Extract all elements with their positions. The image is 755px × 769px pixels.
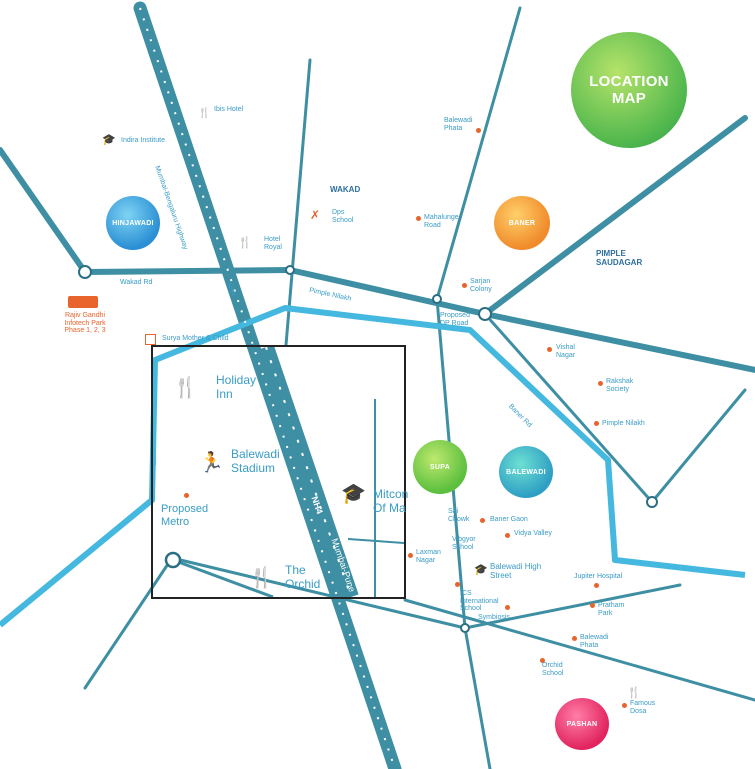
- poi-rajiv-gandhi: Rajiv Gandhi Infotech Park Phase 1, 2, 3: [64, 312, 106, 335]
- road-east2: [483, 312, 654, 504]
- road-east: [482, 311, 755, 373]
- poi-sai-chowk: Sai Chowk: [448, 508, 470, 523]
- area-wakad-label: WAKAD: [330, 185, 361, 194]
- inset-highway-centerline: [265, 347, 352, 597]
- poi-jupiter: Jupiter Hospital: [574, 573, 623, 580]
- poi-dot-ics: [455, 582, 460, 587]
- map-title: LOCATION MAP: [589, 73, 669, 107]
- road-south1: [463, 626, 492, 769]
- inset-dot-metro: [184, 493, 189, 498]
- poi-dot-famous: [622, 703, 627, 708]
- road-se: [463, 583, 682, 630]
- school-icon: ✗: [310, 208, 321, 222]
- poi-symbiosis: Symbiosis: [478, 614, 510, 621]
- poi-dot-jupiter: [594, 583, 599, 588]
- area-hinjawadi: HINJAWADI: [106, 196, 160, 250]
- poi-laxman-nagar: Laxman Nagar: [416, 549, 441, 564]
- road-wakad-west: [0, 147, 88, 275]
- poi-pratham: Pratham Park: [598, 602, 625, 617]
- poi-sarjan: Sarjan Colony: [470, 278, 492, 293]
- junction-hinjawadi: [78, 265, 92, 279]
- inset-road-orchid: [172, 558, 274, 597]
- poi-dot-vidya: [480, 518, 485, 523]
- restaurant-icon: 🍴: [627, 687, 641, 699]
- road-baner-east: [403, 598, 755, 702]
- area-baner: BANER: [494, 196, 550, 250]
- poi-dot-pimple-nilakh: [594, 421, 599, 426]
- poi-indira: Indira Institute: [121, 137, 165, 144]
- inset-zoom-box: 🍴 Holiday Inn 🏃 Balewadi Stadium Propose…: [151, 345, 408, 599]
- poi-rakshak: Rakshak Society: [606, 378, 634, 393]
- title-blob: LOCATION MAP: [571, 32, 687, 148]
- junction-south: [460, 623, 470, 633]
- inset-junction: [164, 551, 182, 569]
- poi-surya: Surya Mother & Child: [162, 335, 229, 342]
- poi-mahalunge: Mahalunge Road: [424, 214, 459, 229]
- poi-vibgyor: Vibgyor School: [452, 536, 476, 551]
- area-balewadi: BALEWADI: [499, 446, 553, 498]
- poi-hotel-royal: Hotel Royal: [264, 236, 282, 251]
- poi-dot-rakshak: [598, 381, 603, 386]
- poi-proposed-pt: Proposed DP Road: [440, 312, 470, 327]
- road-orchid: [170, 556, 467, 630]
- restaurant-icon: 🍴: [238, 237, 252, 249]
- road-balewadi-phata: [435, 6, 522, 301]
- junction-baner: [478, 307, 492, 321]
- road-label-wakad-rd: Wakad Rd: [120, 279, 153, 286]
- poi-famous: Famous Dosa: [630, 700, 656, 715]
- area-pashan: PASHAN: [555, 698, 609, 750]
- school-icon: 🎓: [474, 564, 488, 576]
- poi-dot-orchid-school: [540, 658, 545, 663]
- inset-balewadi-stadium: Balewadi Stadium: [231, 447, 280, 475]
- road-pimple: [287, 267, 488, 317]
- poi-dot-balewadi-phata: [476, 128, 481, 133]
- road-northeast: [482, 115, 748, 317]
- inset-road-right2: [347, 538, 404, 544]
- poi-balewadi-phata2: Balewadi Phata: [580, 634, 609, 649]
- inset-roads: [153, 347, 404, 597]
- poi-dot-vishal: [547, 347, 552, 352]
- poi-dot-balewadi-phata2: [572, 636, 577, 641]
- poi-dps: Dps School: [332, 209, 354, 224]
- poi-ics: ICS International School: [460, 590, 499, 613]
- stadium-icon: 🏃: [199, 452, 224, 474]
- restaurant-icon: 🍴: [198, 108, 211, 119]
- poi-vidya-valley: Vidya Valley: [514, 530, 552, 537]
- road-wakad-north: [284, 58, 312, 347]
- poi-dot-pratham: [590, 603, 595, 608]
- junction-wakad: [285, 265, 295, 275]
- poi-vishal-nagar: Vishal Nagar: [556, 344, 576, 359]
- road-hinjawadi: [82, 267, 293, 275]
- school-icon: 🎓: [102, 134, 116, 146]
- inset-holiday-inn: Holiday Inn: [216, 373, 257, 401]
- area-pimple-saudagar-label: PIMPLE SAUDAGAR: [596, 249, 643, 267]
- poi-dot-mahalunge: [416, 216, 421, 221]
- junction-phata: [432, 294, 442, 304]
- poi-dot-symbiosis: [505, 605, 510, 610]
- poi-dot-sarjan: [462, 283, 467, 288]
- poi-balewadi-phata: Balewadi Phata: [444, 117, 473, 132]
- inset-proposed-metro: Proposed Metro: [161, 503, 209, 528]
- area-project: SUPA: [413, 440, 467, 494]
- poi-dot-vidya-valley: [505, 533, 510, 538]
- poi-baner-gaon: Baner Gaon: [490, 516, 528, 523]
- junction-east: [646, 496, 658, 508]
- road-sw: [83, 556, 174, 690]
- inset-the-orchid: The Orchid: [285, 563, 321, 591]
- poi-ibis: Ibis Hotel: [214, 106, 244, 113]
- highway-centerline: [139, 7, 396, 769]
- poi-balewadi-high-street: Balewadi High Street: [490, 562, 542, 580]
- road-east3: [650, 388, 747, 504]
- restaurant-icon: 🍴: [173, 377, 198, 399]
- poi-pimple-nilakh: Pimple Nilakh: [602, 420, 645, 427]
- hospital-icon: [145, 334, 156, 345]
- restaurant-icon: 🍴: [249, 567, 274, 589]
- poi-dot-laxman: [408, 553, 413, 558]
- inset-mitcon: Mitcon Of Ma: [373, 488, 409, 515]
- building-icon: [68, 296, 98, 308]
- school-icon: 🎓: [341, 483, 366, 505]
- poi-orchid-school: Orchid School: [542, 662, 564, 677]
